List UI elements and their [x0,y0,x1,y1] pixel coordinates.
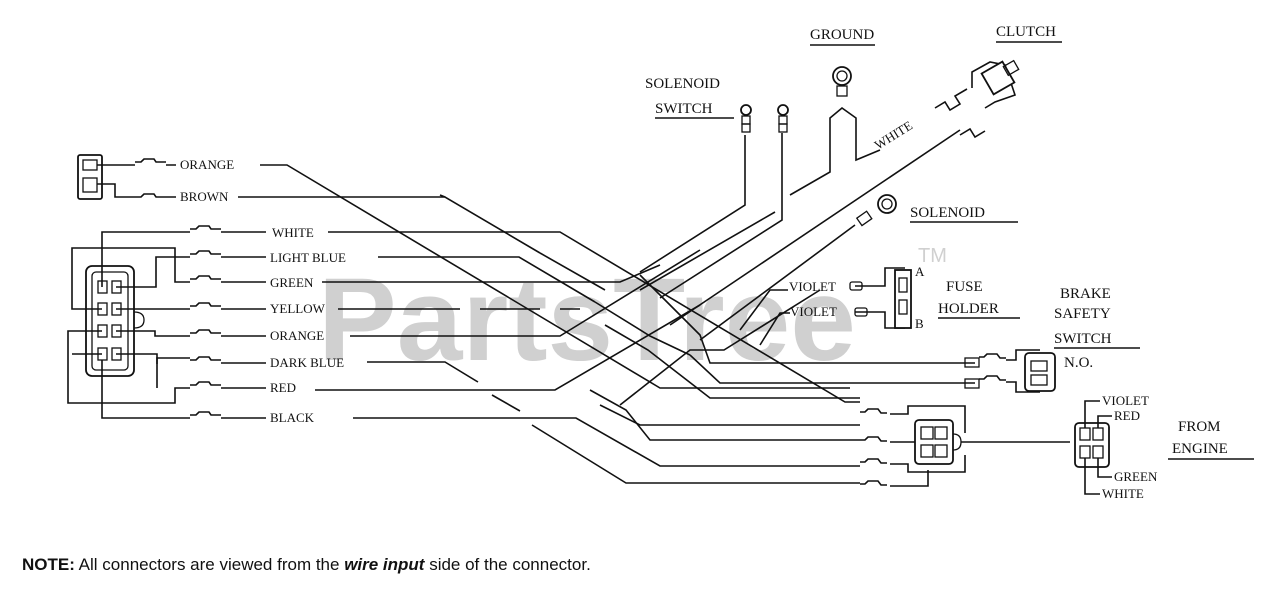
terminal-icon [135,158,166,198]
wire-label-brown: BROWN [180,189,229,204]
wire-label-yellow: YELLOW [270,301,326,316]
terminal-icon [964,378,980,389]
wire-label-orange-top: ORANGE [180,157,234,172]
connector-body [1074,422,1110,468]
fuse-holder-label-1: FUSE [946,279,983,295]
wiring-diagram: PartsTree TM ORANGE BROWN [67,24,1254,501]
wire-label-black: BLACK [270,410,315,425]
terminal-icon [860,408,887,486]
from-engine-label-2: ENGINE [1172,441,1228,457]
wire-label-orange: ORANGE [270,328,324,343]
terminal-icon [849,281,863,291]
fuse-terminal-b: B [915,316,924,331]
solenoid-terminal [855,194,897,227]
connector-4pin-center [860,405,1070,487]
wire-label-green: GREEN [270,275,314,290]
solenoid-label: SOLENOID [910,205,985,221]
engine-wire-label-red: RED [1114,408,1140,423]
note-emphasis: wire input [344,555,425,574]
brake-safety-switch-label-4: N.O. [1064,355,1093,371]
harness-wires [238,106,975,484]
connector-2pin-topleft [77,154,176,200]
terminal-icon [964,357,980,368]
terminals-main [190,225,266,419]
brake-safety-switch-label-1: BRAKE [1060,286,1111,302]
fuse-terminal-a: A [915,264,925,279]
wire-label-white: WHITE [272,225,314,240]
engine-wire-label-green: GREEN [1114,469,1158,484]
ring-terminal-icon [740,104,752,116]
solenoid-switch-terminals [740,104,789,133]
wire-label-dark-blue: DARK BLUE [270,355,344,370]
clutch-connector [934,59,1020,139]
connector-body [914,419,954,465]
brake-safety-switch-label-2: SAFETY [1054,306,1111,322]
connector-pin [82,177,98,193]
ring-terminal-icon [877,194,897,214]
connector-body [77,154,103,200]
brake-safety-switch [964,349,1056,393]
ring-terminal-icon [777,104,789,116]
note: NOTE: All connectors are viewed from the… [22,555,591,575]
clutch-label: CLUTCH [996,24,1056,40]
solenoid-switch-label-1: SOLENOID [645,76,720,92]
fuse-holder [849,267,912,329]
watermark-tm: TM [918,245,947,267]
engine-wire-label-white: WHITE [1102,486,1144,501]
brake-safety-switch-label-3: SWITCH [1054,331,1112,347]
note-text-1: All connectors are viewed from the [74,555,345,574]
clutch-wire-label: WHITE [872,118,916,153]
note-text-2: side of the connector. [424,555,591,574]
fuse-wire-label-b: VIOLET [790,304,837,319]
ring-terminal-icon [832,66,852,86]
solenoid-switch-label-2: SWITCH [655,101,713,117]
wire-label-red: RED [270,380,296,395]
wire-label-light-blue: LIGHT BLUE [270,250,346,265]
ground-terminal [832,66,852,97]
from-engine-label-1: FROM [1178,419,1221,435]
connector-body [980,60,1016,96]
connector-8pin-main [67,231,190,419]
connector-body [85,265,135,377]
ground-label: GROUND [810,27,874,43]
connector-from-engine [1074,400,1112,495]
engine-wire-label-violet: VIOLET [1102,393,1149,408]
fuse-wire-label-a: VIOLET [789,279,836,294]
fuse-holder-label-2: HOLDER [938,301,999,317]
fuse-holder-body [894,269,912,329]
note-prefix: NOTE: [22,555,75,574]
watermark: PartsTree TM [318,245,947,386]
